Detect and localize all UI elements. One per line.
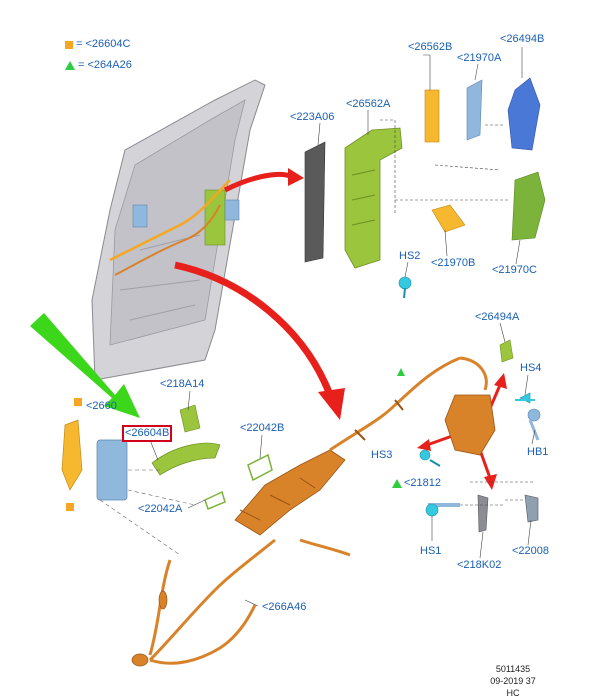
callout-22008[interactable]: <22008 (512, 545, 550, 557)
latch-parts (397, 339, 541, 533)
upper-parts-group (304, 77, 546, 299)
callout-21970A[interactable]: <21970A (457, 52, 502, 64)
triangle-marker-icon (65, 61, 75, 70)
callout-26494A[interactable]: <26494A (475, 311, 520, 323)
callout-HS4[interactable]: HS4 (520, 362, 542, 374)
triangle-marker-icon (392, 479, 402, 488)
handle-group (61, 398, 273, 556)
callout-26604B-selected[interactable]: <26604B (121, 425, 173, 442)
callout-22042B[interactable]: <22042B (240, 422, 285, 434)
callout-21812[interactable]: <21812 (404, 477, 442, 489)
callout-266A46[interactable]: <266A46 (262, 601, 307, 613)
drawing-code: HC (506, 688, 520, 698)
square-marker-icon (65, 40, 73, 49)
callout-26562B[interactable]: <26562B (408, 41, 453, 53)
leader-lines (149, 47, 536, 607)
callout-26562A[interactable]: <26562A (346, 98, 391, 110)
legend-item-square: = <26604C (65, 38, 130, 51)
callout-HB1[interactable]: HB1 (527, 446, 549, 458)
callout-218A14[interactable]: <218A14 (160, 378, 205, 390)
cable-assembly (131, 356, 496, 667)
callout-HS2[interactable]: HS2 (399, 250, 421, 262)
callout-21970B[interactable]: <21970B (431, 257, 476, 269)
callout-HS3[interactable]: HS3 (371, 449, 393, 461)
callout-HS1[interactable]: HS1 (420, 545, 442, 557)
callout-22042A[interactable]: <22042A (138, 503, 183, 515)
sliding-door-panel (91, 79, 266, 381)
legend-item-triangle: = <264A26 (65, 59, 132, 72)
callout-21970C[interactable]: <21970C (492, 264, 537, 276)
callout-218K02[interactable]: <218K02 (457, 559, 502, 571)
green-arrow (30, 313, 140, 418)
callout-223A06[interactable]: <223A06 (290, 111, 335, 123)
legend-label-triangle: = <264A26 (78, 59, 132, 71)
callout-26494B[interactable]: <26494B (500, 33, 545, 45)
drawing-number: 5011435 (495, 664, 531, 674)
legend-label-square: = <26604C (76, 38, 131, 50)
drawing-date: 09-2019 37 (490, 676, 536, 686)
callout-2660[interactable]: <2660 (86, 400, 117, 412)
drawing-reference: 5011435 09-2019 37 HC (478, 663, 548, 699)
